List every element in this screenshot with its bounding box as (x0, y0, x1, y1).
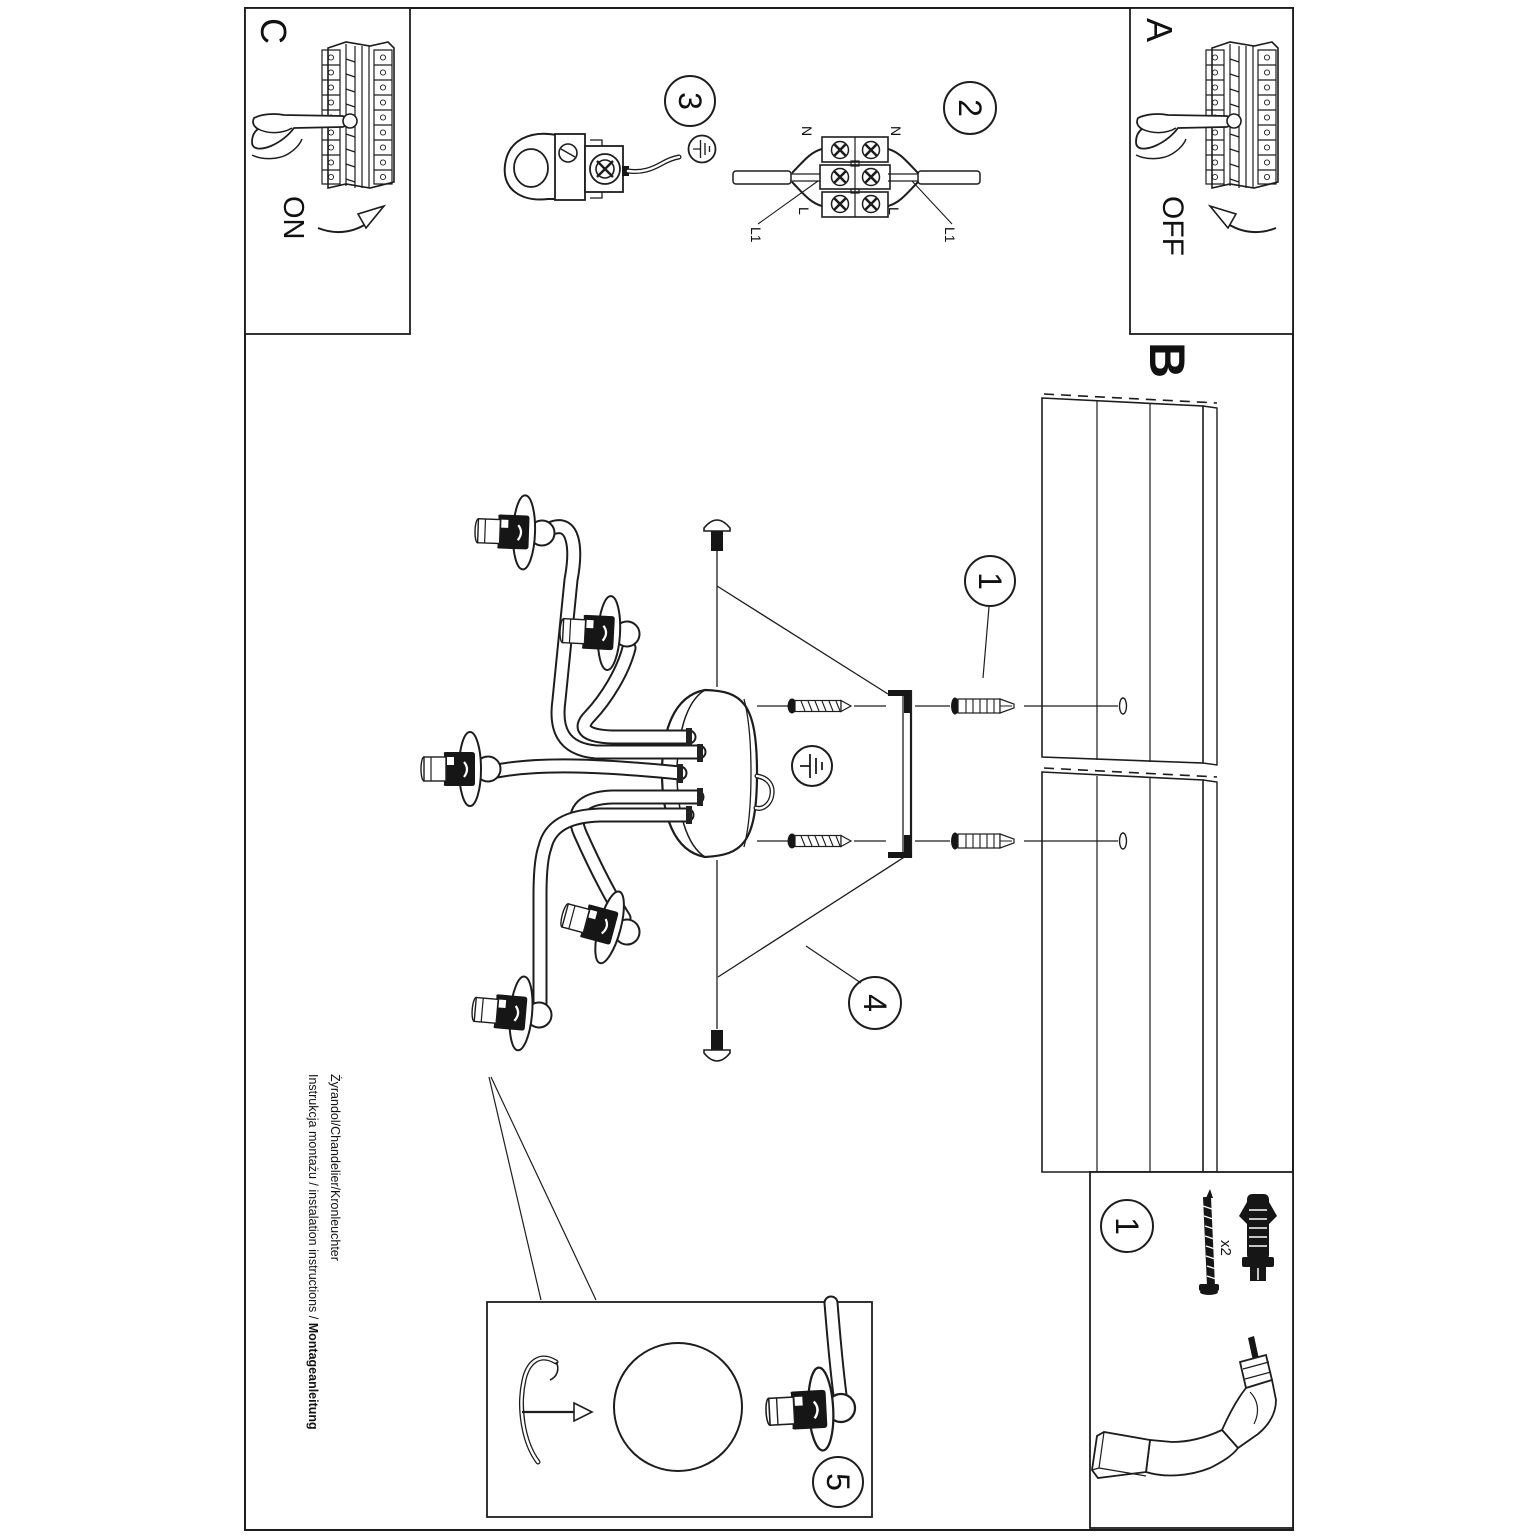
callout-1-kit-circle (1100, 1199, 1154, 1253)
callout-1-leader (982, 606, 990, 679)
kit-screw (1199, 1189, 1220, 1295)
wire-label-l1-right: L1 (942, 227, 958, 243)
callout-4: 4 (857, 994, 893, 1012)
glass-globe (613, 1342, 743, 1472)
screw-rotation-arrow (519, 1355, 594, 1465)
box-step-a: A OFF (1129, 7, 1294, 335)
kit-quantity-label: x2 (1217, 1240, 1234, 1256)
box-detail-5: 5 (486, 1295, 873, 1518)
drill (1091, 1336, 1277, 1479)
mounting-screw-upper (786, 697, 852, 715)
callout-3: 3 (672, 92, 708, 110)
wire-label-n-right: N (888, 126, 904, 136)
box-step-c: C ON (244, 7, 411, 335)
step-a-label: A (1139, 18, 1180, 42)
earth-connection (753, 745, 833, 811)
on-label: ON (277, 196, 309, 240)
assembly-guide-lines (716, 585, 907, 978)
kit-wall-plug (1239, 1194, 1277, 1281)
callout-2: 2 (952, 99, 988, 117)
lamp-socket-1 (472, 492, 557, 572)
wire-label-l-right: L (886, 207, 902, 215)
step-b-label: B (1139, 342, 1195, 378)
terminal-screws (830, 140, 881, 214)
callout-5-circle (812, 1456, 864, 1508)
wire-label-l-left: L (796, 207, 812, 215)
footer-line2: Żyrandol/Chandelier/Kronleuchter (328, 1074, 342, 1261)
detail-3-earth-clamp: 3 (503, 75, 717, 201)
callout-1-kit: 1 (1109, 1217, 1145, 1235)
wall-hole-lower (1118, 832, 1128, 850)
callout-4-leader (805, 945, 862, 984)
footer-text: Instrukcja montażu / instalation instruc… (306, 1074, 342, 1430)
callout-4-circle (848, 976, 902, 1030)
callout-5: 5 (820, 1473, 856, 1491)
earth-icon-small (692, 139, 711, 159)
wall-planks (1041, 393, 1218, 1173)
lamp-socket-3 (419, 730, 502, 808)
mounting-axis-lines (757, 705, 1118, 842)
detail-5-leader (488, 1076, 597, 1301)
fixing-bolts (703, 519, 731, 1062)
step-c-label: C (253, 18, 294, 44)
wire-label-n-left: N (799, 126, 815, 136)
chandelier-assembly: 1 4 (419, 492, 1118, 1301)
callout-1: 1 (972, 572, 1008, 590)
wall-hole-upper (1118, 697, 1128, 715)
callout-1-circle (964, 555, 1016, 607)
page-border (244, 7, 1294, 1531)
wall-plug-upper (950, 696, 1015, 716)
wire-label-l1-left: L1 (748, 227, 764, 243)
footer-line1: Instrukcja montażu / instalation instruc… (306, 1074, 320, 1430)
box-kit-1: 1 x2 (1089, 1171, 1294, 1529)
detail-2-wiring: 2 N N L L L1 L1 (732, 81, 997, 243)
wall-plug-lower (950, 831, 1015, 851)
off-label: OFF (1156, 196, 1189, 256)
chandelier-arms (489, 519, 707, 1011)
mounting-bracket (888, 690, 913, 858)
mounting-screw-lower (786, 832, 852, 850)
earth-icon (799, 753, 823, 779)
